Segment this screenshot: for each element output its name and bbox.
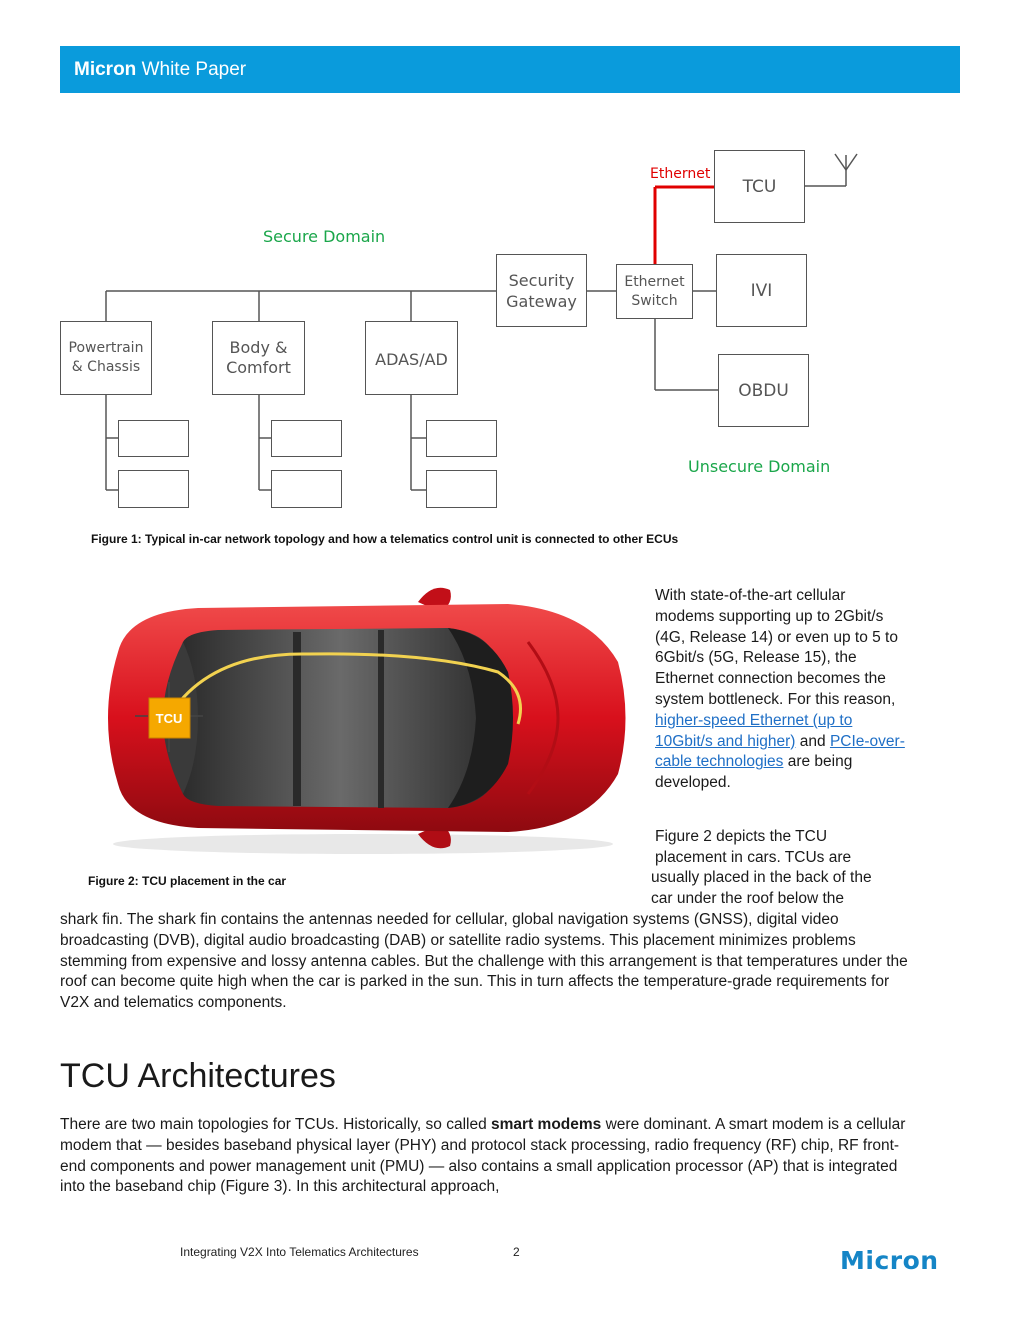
para2-line1: Figure 2 depicts the TCU: [655, 828, 828, 845]
adas-box: ADAS/AD: [365, 321, 458, 395]
sub-ecu-box: [118, 470, 189, 508]
obdu-label: OBDU: [738, 380, 789, 401]
figure2-caption: Figure 2: TCU placement in the car: [88, 874, 287, 888]
obdu-box: OBDU: [718, 354, 809, 427]
ivi-label: IVI: [750, 280, 773, 301]
paragraph-tcu-architectures: There are two main topologies for TCUs. …: [60, 1115, 910, 1198]
section-text1: There are two main topologies for TCUs. …: [60, 1116, 492, 1133]
ivi-box: IVI: [716, 254, 807, 327]
section-bold-term: smart modems: [491, 1116, 602, 1133]
para2-line3: usually placed in the back of the: [651, 869, 872, 886]
para1-text3: are being developed.: [655, 753, 853, 792]
sub-ecu-box: [118, 420, 189, 457]
adas-label: ADAS/AD: [375, 350, 448, 369]
sub-ecu-box: [426, 420, 497, 457]
header-bar: Micron White Paper: [60, 46, 960, 93]
car-illustration: TCU: [108, 587, 626, 854]
header-title: White Paper: [141, 59, 247, 80]
figure1-caption: Figure 1: Typical in-car network topolog…: [91, 532, 679, 546]
security-gateway-box: Security Gateway: [496, 254, 587, 327]
link-higher-speed-ethernet[interactable]: higher-speed Ethernet (up to 10Gbit/s an…: [655, 711, 853, 750]
micron-logo: Micron: [840, 1246, 939, 1275]
tcu-box: TCU: [714, 150, 805, 223]
header-brand: Micron: [74, 59, 137, 80]
para2-line2: placement in cars. TCUs are: [655, 849, 852, 866]
ethernet-switch-label: Ethernet Switch: [624, 273, 685, 309]
secure-domain-label: Secure Domain: [263, 227, 386, 246]
para1-text2: and: [795, 732, 830, 750]
tcu-label: TCU: [742, 176, 777, 197]
powertrain-box: Powertrain & Chassis: [60, 321, 152, 395]
footer-page-number: 2: [513, 1245, 520, 1259]
link-pcie-over-cable[interactable]: PCIe-over-cable technologies: [655, 732, 905, 771]
section-heading: TCU Architectures: [60, 1057, 336, 1095]
para1-text1: With state-of-the-art cellular modems su…: [655, 587, 898, 708]
footer-doc-title: Integrating V2X Into Telematics Architec…: [180, 1245, 419, 1259]
paragraph-ethernet-bottleneck: With state-of-the-art cellular modems su…: [655, 586, 905, 794]
powertrain-label: Powertrain & Chassis: [68, 340, 144, 375]
security-gateway-label: Security Gateway: [506, 270, 577, 311]
body-comfort-box: Body & Comfort: [212, 321, 305, 395]
para2-line4: car under the roof below the: [651, 890, 845, 907]
ethernet-switch-box: Ethernet Switch: [616, 264, 693, 319]
car-tcu-label: TCU: [156, 711, 183, 726]
sub-ecu-box: [271, 420, 342, 457]
sub-ecu-box: [271, 470, 342, 508]
sub-ecu-box: [426, 470, 497, 508]
ethernet-label: Ethernet: [650, 166, 711, 182]
body-comfort-label: Body & Comfort: [226, 338, 291, 377]
section-text2: were dominant. A smart modem is a cellul…: [60, 1116, 906, 1196]
unsecure-domain-label: Unsecure Domain: [688, 457, 831, 476]
paragraph-shark-fin: shark fin. The shark fin contains the an…: [60, 911, 908, 1012]
